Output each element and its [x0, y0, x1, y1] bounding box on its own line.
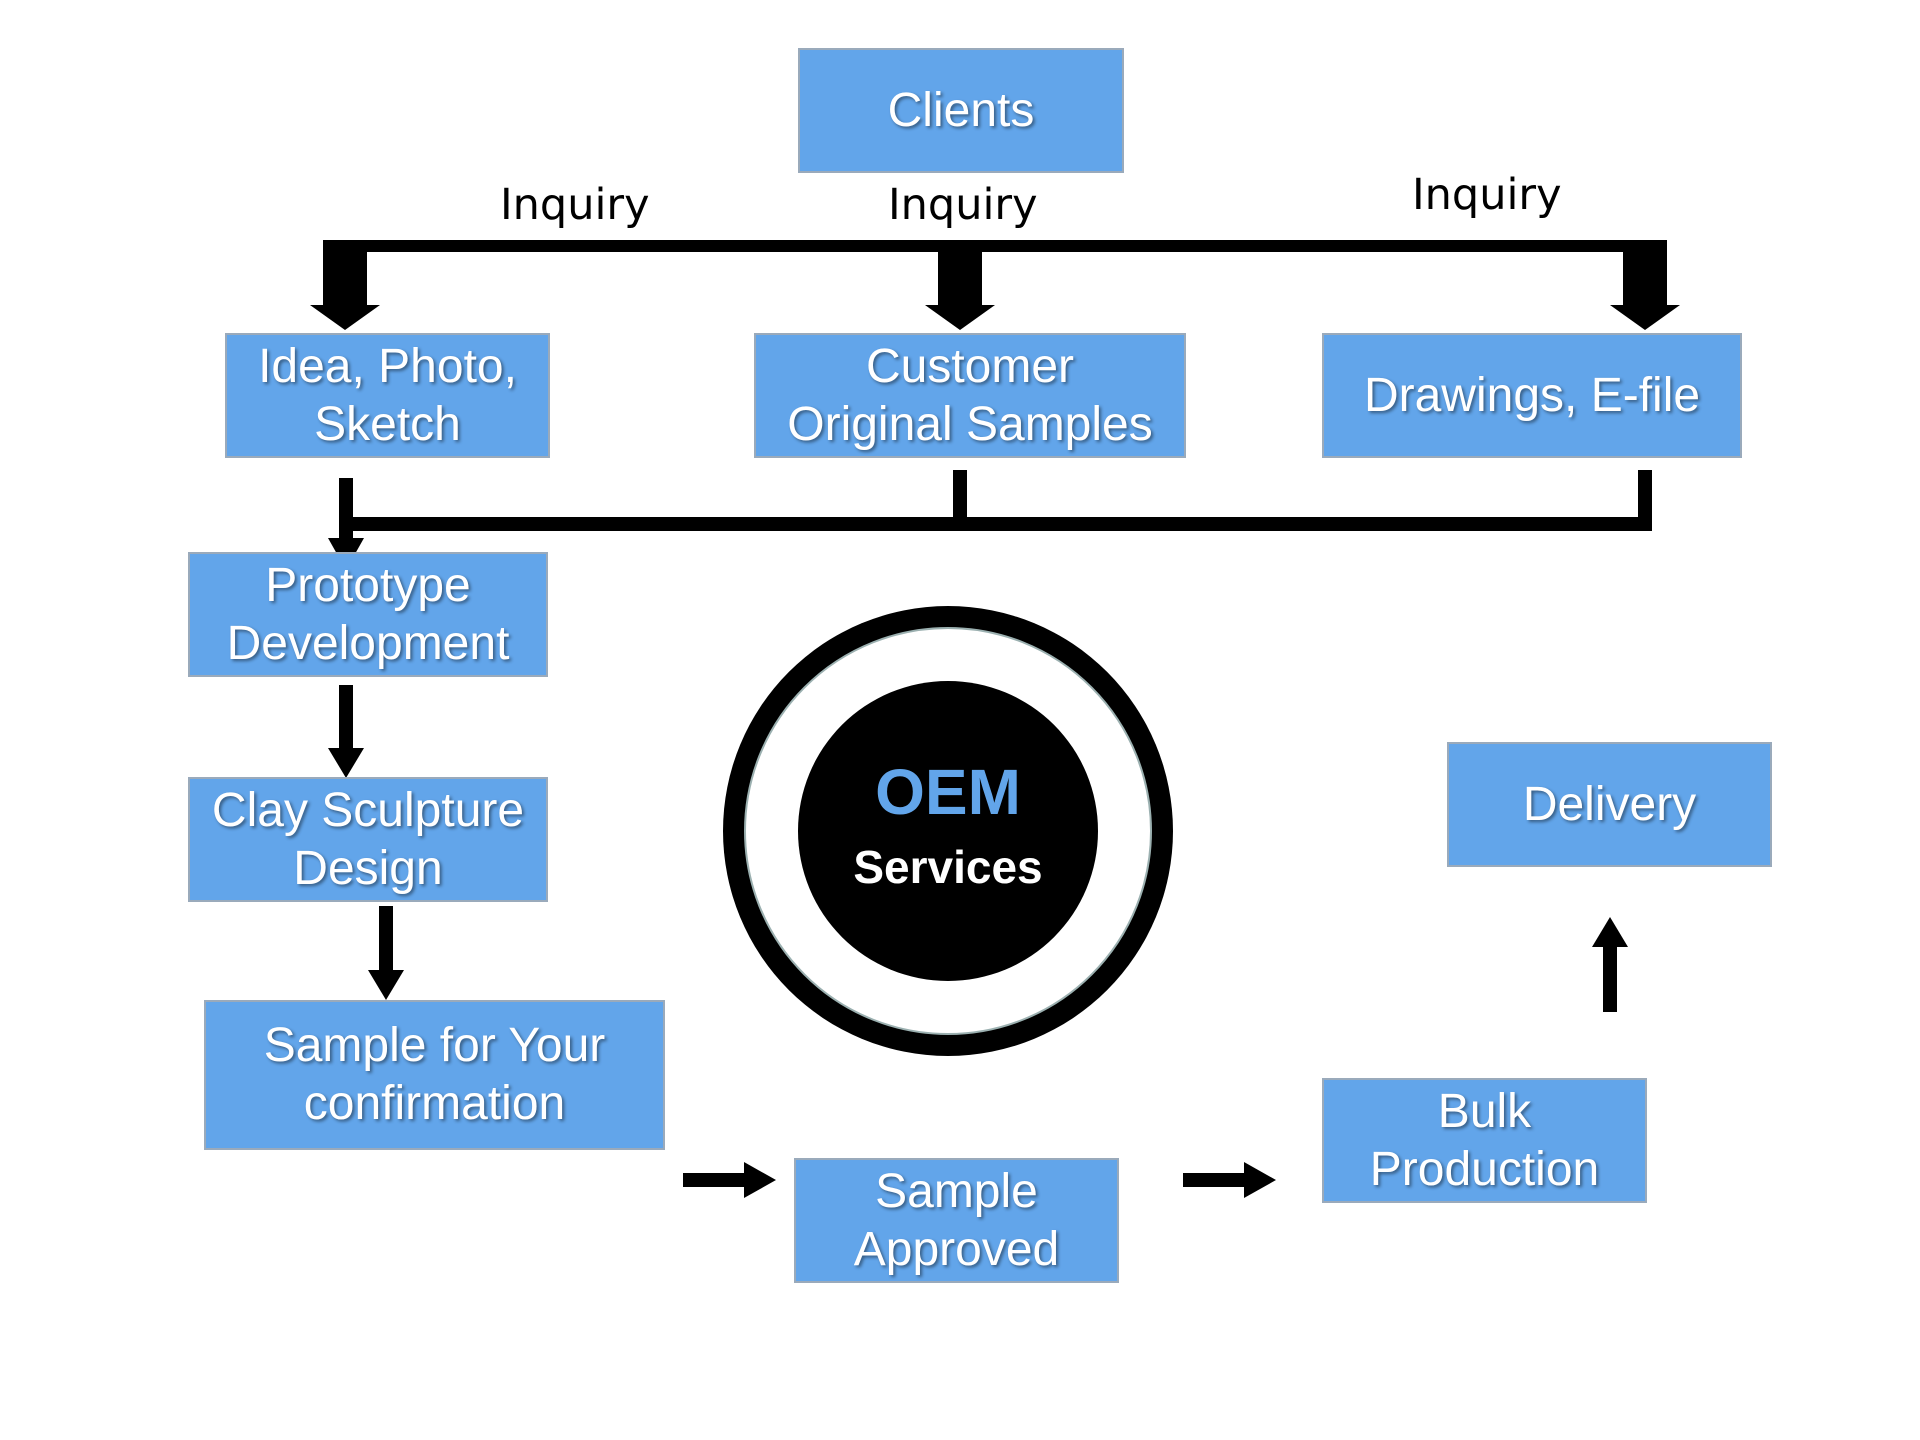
arrow-to-clay-head: [328, 748, 364, 778]
node-customer-original-samples: Customer Original Samples: [754, 333, 1186, 458]
inquiry-label-left: Inquiry: [500, 180, 650, 230]
oem-badge-subtitle: Services: [853, 840, 1043, 893]
inquiry-label-right: Inquiry: [1412, 170, 1562, 220]
node-drawings-efile: Drawings, E-file: [1322, 333, 1742, 458]
arrow-to-bulk-head: [1244, 1162, 1276, 1198]
inquiry-label-center: Inquiry: [888, 180, 1038, 230]
oem-badge-title: OEM: [875, 756, 1021, 829]
arrow-to-drawings: [1610, 240, 1680, 330]
node-clients: Clients: [798, 48, 1124, 173]
node-clay-sculpture-design: Clay Sculpture Design: [188, 777, 548, 902]
node-sample-approved: Sample Approved: [794, 1158, 1119, 1283]
arrow-to-delivery-head: [1592, 917, 1628, 947]
node-sample-for-confirmation: Sample for Your confirmation: [204, 1000, 665, 1150]
node-prototype-development: Prototype Development: [188, 552, 548, 677]
arrow-to-approved-head: [744, 1162, 776, 1198]
node-bulk-production: Bulk Production: [1322, 1078, 1647, 1203]
arrow-to-customer-samples: [925, 240, 995, 330]
node-delivery: Delivery: [1447, 742, 1772, 867]
collector-bus-line: [339, 470, 1652, 531]
oem-services-badge: OEM Services: [723, 606, 1173, 1056]
arrow-to-idea: [310, 240, 380, 330]
oem-badge-core: OEM Services: [798, 681, 1098, 981]
node-idea-photo-sketch: Idea, Photo, Sketch: [225, 333, 550, 458]
arrow-to-sample-confirm-head: [368, 970, 404, 1000]
